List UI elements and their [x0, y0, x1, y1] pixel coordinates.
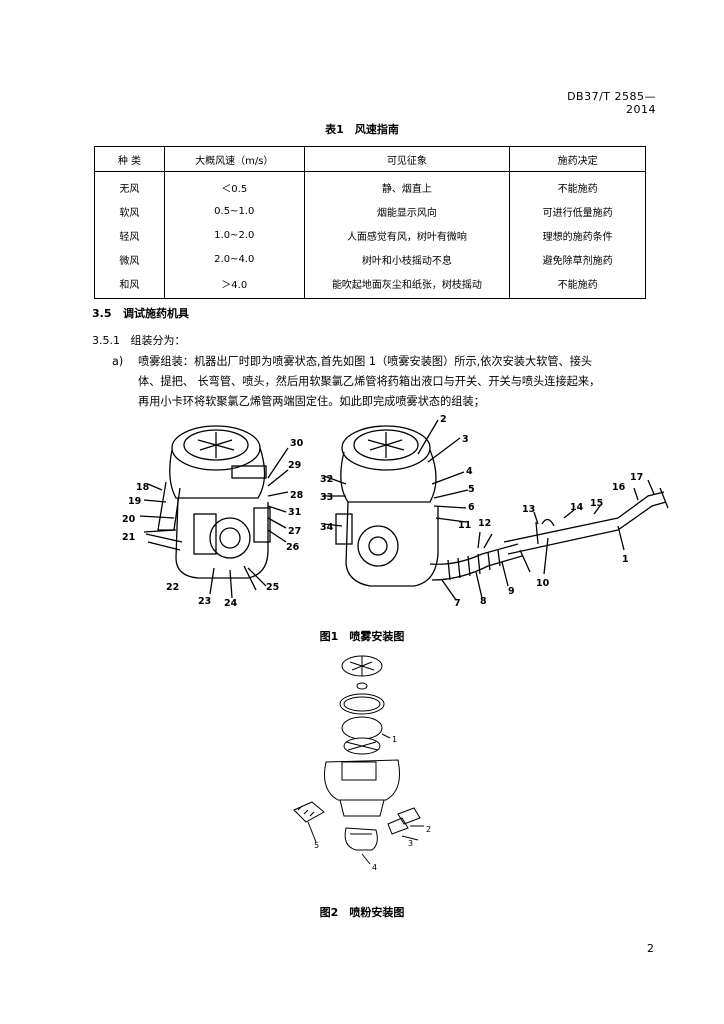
wind-speed-table: 种 类 大概风速（m/s） 可见征象 施药决定 无风 ＜0.5 静、烟直上 不能… [94, 146, 646, 299]
table-cell: 2.0~4.0 [163, 247, 305, 271]
callout-label: 9 [508, 586, 515, 597]
callout-label: 14 [570, 502, 584, 513]
section-number: 3.5.1 [92, 334, 120, 347]
callout-label: 30 [290, 438, 304, 449]
table-cell: 静、烟直上 [303, 171, 511, 199]
callout-label: 13 [522, 504, 535, 515]
callout-label: 5 [314, 841, 319, 850]
table-row: 轻风 1.0~2.0 人面感觉有风，树叶有微响 理想的施药条件 [94, 223, 646, 247]
callout-label: 3 [462, 434, 469, 445]
table-cell: 理想的施药条件 [509, 223, 646, 247]
table-cell: 不能施药 [509, 271, 646, 299]
callout-label: 2 [426, 825, 431, 834]
table-cell: 无风 [94, 171, 165, 199]
section-number: 3.5 [92, 307, 112, 320]
callout-label: 11 [458, 520, 471, 531]
header-cell: 大概风速（m/s） [163, 146, 305, 172]
table-cell: 能吹起地面灰尘和纸张，树枝摇动 [303, 271, 511, 299]
paragraph-line: 体、提把、 长弯管、喷头，然后用软聚氯乙烯管将药箱出液口与开关、开关与喷头连接起… [138, 375, 601, 388]
callout-label: 7 [454, 598, 461, 609]
callout-label: 17 [630, 472, 643, 483]
callout-label: 33 [320, 492, 333, 503]
section-title: 调试施药机具 [123, 307, 189, 320]
table-header-row: 种 类 大概风速（m/s） 可见征象 施药决定 [94, 146, 646, 172]
table-cell: 可进行低量施药 [509, 199, 646, 223]
table-cell: 人面感觉有风，树叶有微响 [303, 223, 511, 247]
table-caption: 表1 风速指南 [325, 123, 399, 136]
callout-label: 22 [166, 582, 179, 593]
sprayer-rear-drawing: 30 29 28 31 27 26 25 24 23 22 21 20 19 1… [122, 425, 304, 609]
callout-label: 4 [466, 466, 473, 477]
table-row: 软风 0.5~1.0 烟能显示风向 可进行低量施药 [94, 199, 646, 223]
table-cell: ＞4.0 [163, 271, 305, 299]
callout-label: 24 [224, 598, 238, 609]
callout-label: 19 [128, 496, 141, 507]
callout-label: 20 [122, 514, 136, 525]
header-cell: 可见征象 [303, 146, 511, 172]
table-cell: 烟能显示风向 [303, 199, 511, 223]
table-cell: 轻风 [94, 223, 165, 247]
table-cell: 软风 [94, 199, 165, 223]
callout-label: 34 [320, 522, 334, 533]
list-item-a: a) 喷雾组装：机器出厂时即为喷雾状态,首先如图 1（喷雾安装图）所示,依次安装… [112, 352, 652, 412]
header-cell: 施药决定 [509, 146, 646, 172]
callout-label: 23 [198, 596, 211, 607]
standard-number: DB37/T 2585—2014 [567, 90, 656, 116]
callout-label: 1 [392, 735, 397, 744]
callout-label: 16 [612, 482, 626, 493]
callout-label: 25 [266, 582, 279, 593]
duster-assembly-drawing: 1 2 3 4 5 [293, 655, 431, 872]
callout-label: 4 [372, 863, 377, 872]
paragraph-line: 喷雾组装：机器出厂时即为喷雾状态,首先如图 1（喷雾安装图）所示,依次安装大软管… [138, 355, 593, 368]
callout-label: 32 [320, 474, 333, 485]
callout-label: 18 [136, 482, 150, 493]
section-heading-3-5: 3.5 调试施药机具 [92, 305, 189, 321]
list-marker: a) [112, 355, 124, 368]
header-cell: 种 类 [94, 146, 165, 172]
table-cell: 和风 [94, 271, 165, 299]
table-cell: 避免除草剂施药 [509, 247, 646, 271]
callout-label: 15 [590, 498, 603, 509]
callout-label: 26 [286, 542, 300, 553]
table-cell: 不能施药 [509, 171, 646, 199]
page-number: 2 [647, 942, 654, 955]
callout-label: 3 [408, 839, 413, 848]
section-heading-3-5-1: 3.5.1 组装分为： [92, 332, 186, 348]
callout-label: 29 [288, 460, 301, 471]
figure-1-caption: 图1 喷雾安装图 [319, 630, 405, 643]
callout-label: 27 [288, 526, 301, 537]
paragraph-line: 再用小卡环将软聚氯乙烯管两端固定住。如此即完成喷雾状态的组装； [138, 395, 485, 408]
table-cell: ＜0.5 [163, 171, 305, 199]
callout-label: 31 [288, 507, 301, 518]
callout-label: 21 [122, 532, 135, 543]
table-cell: 1.0~2.0 [163, 223, 305, 247]
table-cell: 0.5~1.0 [163, 199, 305, 223]
callout-label: 1 [622, 554, 629, 565]
table-cell: 微风 [94, 247, 165, 271]
callout-label: 6 [468, 502, 475, 513]
figure-2-caption: 图2 喷粉安装图 [319, 906, 405, 919]
callout-label: 2 [440, 414, 447, 425]
callout-label: 5 [468, 484, 475, 495]
section-title: 组装分为： [130, 334, 186, 347]
table-row: 和风 ＞4.0 能吹起地面灰尘和纸张，树枝摇动 不能施药 [94, 271, 646, 299]
callout-label: 28 [290, 490, 304, 501]
callout-label: 8 [480, 596, 487, 607]
callout-label: 12 [478, 518, 491, 529]
table-cell: 树叶和小枝摇动不息 [303, 247, 511, 271]
sprayer-assembly-drawing: 2 3 4 5 6 32 33 34 11 12 13 14 15 16 17 … [320, 414, 669, 609]
callout-label: 10 [536, 578, 550, 589]
table-row: 微风 2.0~4.0 树叶和小枝摇动不息 避免除草剂施药 [94, 247, 646, 271]
table-row: 无风 ＜0.5 静、烟直上 不能施药 [94, 171, 646, 199]
